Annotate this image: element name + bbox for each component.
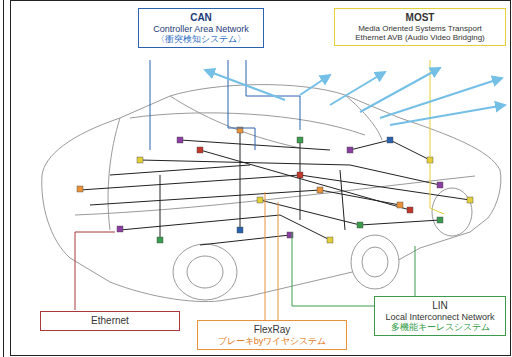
network-detail: Ethernet AVB (Audio Video Bridging) [339, 33, 501, 42]
wireless-arrows [205, 68, 505, 125]
ethernet-box: Ethernet [40, 311, 180, 331]
ethernet-leader [75, 232, 115, 310]
network-name: CAN [143, 12, 259, 24]
ecu-mark [467, 197, 473, 203]
ecu-mark [407, 207, 413, 213]
ecu-mark [437, 182, 443, 188]
ecu-mark [437, 217, 443, 223]
network-name: Ethernet [45, 315, 175, 327]
flexray-leader [265, 192, 278, 320]
network-name: MOST [339, 12, 501, 24]
wireless-arrow [300, 75, 330, 95]
ecu-mark [327, 237, 333, 243]
network-name: LIN [379, 300, 501, 312]
wireless-arrow [330, 72, 385, 105]
ecu-mark [237, 227, 243, 233]
network-detail: Local Interconnect Network [379, 312, 501, 322]
leader-lines [75, 60, 444, 320]
can-leader [150, 60, 300, 150]
wireless-arrow [360, 68, 440, 112]
wheel-rim [187, 256, 223, 288]
network-detail: ブレーキbyワイヤシステム [202, 336, 342, 346]
ecu-mark [357, 222, 363, 228]
ecu-mark [317, 187, 323, 193]
ecu-mark [117, 226, 123, 232]
ecu-mark [257, 197, 263, 203]
car-body-line [75, 95, 475, 230]
panel-frame [11, 1, 511, 356]
flexray-box: FlexRayブレーキbyワイヤシステム [197, 320, 347, 350]
most-box: MOSTMedia Oriented Systems TransportEthe… [334, 8, 506, 46]
ecu-mark [347, 147, 353, 153]
network-detail: 〈衝突検知システム〉 [143, 34, 259, 44]
ecu-mark [297, 137, 303, 143]
ecu-mark [177, 137, 183, 143]
network-detail: Media Oriented Systems Transport [339, 24, 501, 33]
ecu-mark [387, 137, 393, 143]
wire-harness [80, 130, 470, 245]
lin-leader [292, 232, 415, 306]
ecu-mark [297, 172, 303, 178]
ecu-marks [77, 127, 473, 243]
network-name: FlexRay [202, 324, 342, 336]
wheel [173, 244, 237, 300]
wireless-arrow [380, 78, 502, 118]
ecu-mark [77, 186, 83, 192]
ecu-mark [197, 147, 203, 153]
most-leader [430, 60, 444, 214]
network-detail: Controller Area Network [143, 24, 259, 34]
wheel-rim [362, 247, 388, 277]
can-box: CANController Area Network〈衝突検知システム〉 [138, 8, 264, 48]
ecu-mark [397, 202, 403, 208]
panel-edge [3, 0, 4, 357]
ecu-mark [137, 157, 143, 163]
network-detail: 多機能キーレスシステム [379, 322, 501, 332]
wheel [351, 235, 399, 289]
ecu-mark [157, 237, 163, 243]
lin-box: LINLocal Interconnect Network多機能キーレスシステム [374, 296, 506, 336]
wireless-arrow [205, 70, 285, 100]
wireless-arrow [390, 105, 505, 125]
